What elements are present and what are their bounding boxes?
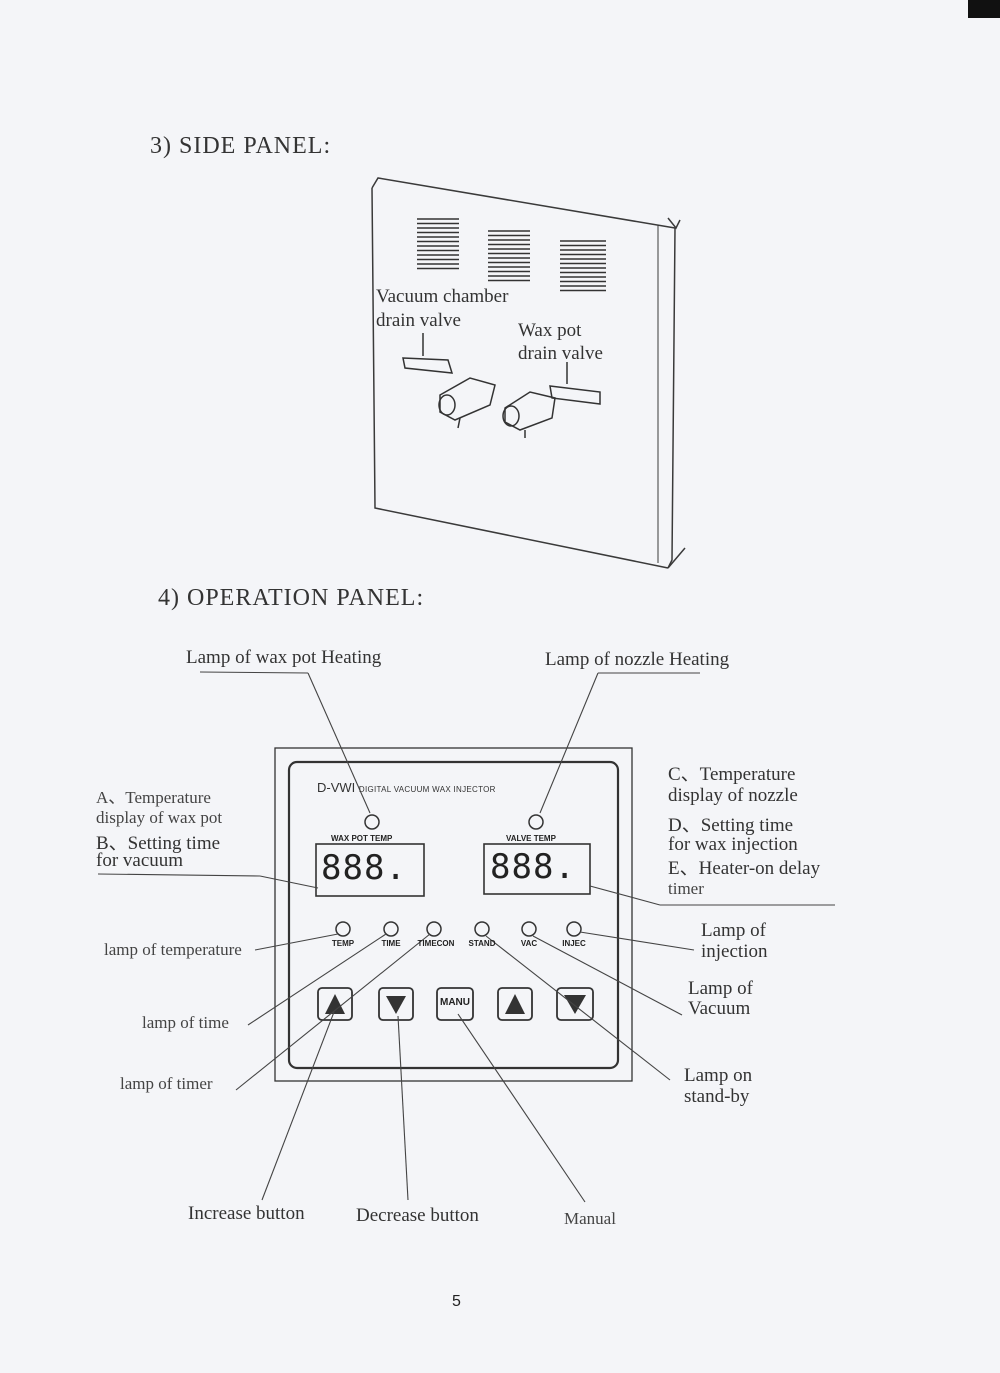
callout-standby-line1: Lamp on [684,1065,753,1086]
decrease-button-frame [378,987,414,1021]
vent-slots [417,218,606,292]
callout-nozzle-heating: Lamp of nozzle Heating [545,649,730,670]
page-number: 5 [452,1293,461,1310]
callout-wax-pot-heating: Lamp of wax pot Heating [186,647,382,668]
side-panel-outline [371,187,669,569]
lamp-injec [566,921,582,937]
lamp-vac [521,921,537,937]
callout-manual: Manual [564,1209,616,1228]
manu-button[interactable]: MANU [440,997,470,1008]
lamp-timecon [426,921,442,937]
manu-button-frame [436,987,474,1021]
callout-c-line2: display of nozzle [668,785,798,806]
vacuum-valve-label-line2: drain valve [376,310,461,331]
callout-e-line1: E、Heater-on delay [668,858,821,879]
callout-lamp-temperature: lamp of temperature [104,940,242,959]
callout-injection-line2: injection [701,941,768,962]
callout-injection-line1: Lamp of [701,920,766,941]
side-panel-top-edge [371,177,676,229]
callout-a-line2: display of wax pot [96,808,223,827]
increase-button-2-frame [497,987,533,1021]
operation-panel-outer-frame [274,747,633,1082]
callout-b-line1: B、Setting time [96,833,221,854]
wax-pot-display-frame [315,843,425,897]
lamp-time [383,921,399,937]
increase-button-frame [317,987,353,1021]
panel-brand: D-VWI DIGITAL VACUUM WAX INJECTOR [317,780,496,795]
wax-pot-temp-display: 888. [321,848,407,888]
decrease-button-2-frame [556,987,594,1021]
lamp-label-injec: INJEC [562,939,586,948]
lamp-stand [474,921,490,937]
down-arrow-icon [386,996,406,1014]
side-panel-heading: 3) SIDE PANEL: [150,133,332,159]
operation-panel-inner-frame [287,760,620,1070]
vacuum-valve-label-line1: Vacuum chamber [376,286,509,307]
wax-valve-label-line2: drain valve [518,343,603,364]
wax-pot-heating-lamp [364,814,380,830]
callout-b-line2: for vacuum [96,850,184,871]
operation-panel-heading: 4) OPERATION PANEL: [158,585,425,611]
callout-e-line2: timer [668,879,704,898]
wax-valve-label-line1: Wax pot [518,320,582,341]
callout-a-line1: A、Temperature [96,788,211,807]
callout-lamp-time: lamp of time [142,1013,229,1032]
down-arrow-icon-2 [564,995,586,1014]
callout-c-line1: C、Temperature [668,764,796,785]
up-arrow-icon [325,994,345,1014]
callout-d-line1: D、Setting time [668,815,794,836]
callout-leaders [97,671,835,1203]
lamp-temp [335,921,351,937]
scan-corner-mark [968,0,1000,18]
vacuum-drain-valve-icon [402,333,496,429]
callout-lamp-timer: lamp of timer [120,1074,213,1093]
callout-d-line2: for wax injection [668,834,798,855]
lamp-label-timecon: TIMECON [417,939,455,948]
callout-increase-button: Increase button [188,1203,305,1224]
callout-vacuum-line1: Lamp of [688,978,753,999]
callout-standby-line2: stand-by [684,1086,750,1107]
lamp-label-temp: TEMP [331,939,355,948]
valve-display-title: VALVE TEMP [506,834,556,843]
brand-subtitle: DIGITAL VACUUM WAX INJECTOR [358,785,496,794]
callout-vacuum-line2: Vacuum [688,998,751,1019]
up-arrow-icon-2 [505,994,525,1014]
callout-decrease-button: Decrease button [356,1205,479,1226]
lamp-label-vac: VAC [520,939,538,948]
lamp-label-time: TIME [381,939,401,948]
valve-temp-display: 888. [490,847,576,887]
wax-pot-display-title: WAX POT TEMP [331,834,393,843]
brand-name: D-VWI [317,780,356,795]
nozzle-heating-lamp [528,814,544,830]
wax-pot-drain-valve-icon [502,362,601,438]
valve-display-frame [483,843,591,895]
lamp-label-stand: STAND [468,939,496,948]
